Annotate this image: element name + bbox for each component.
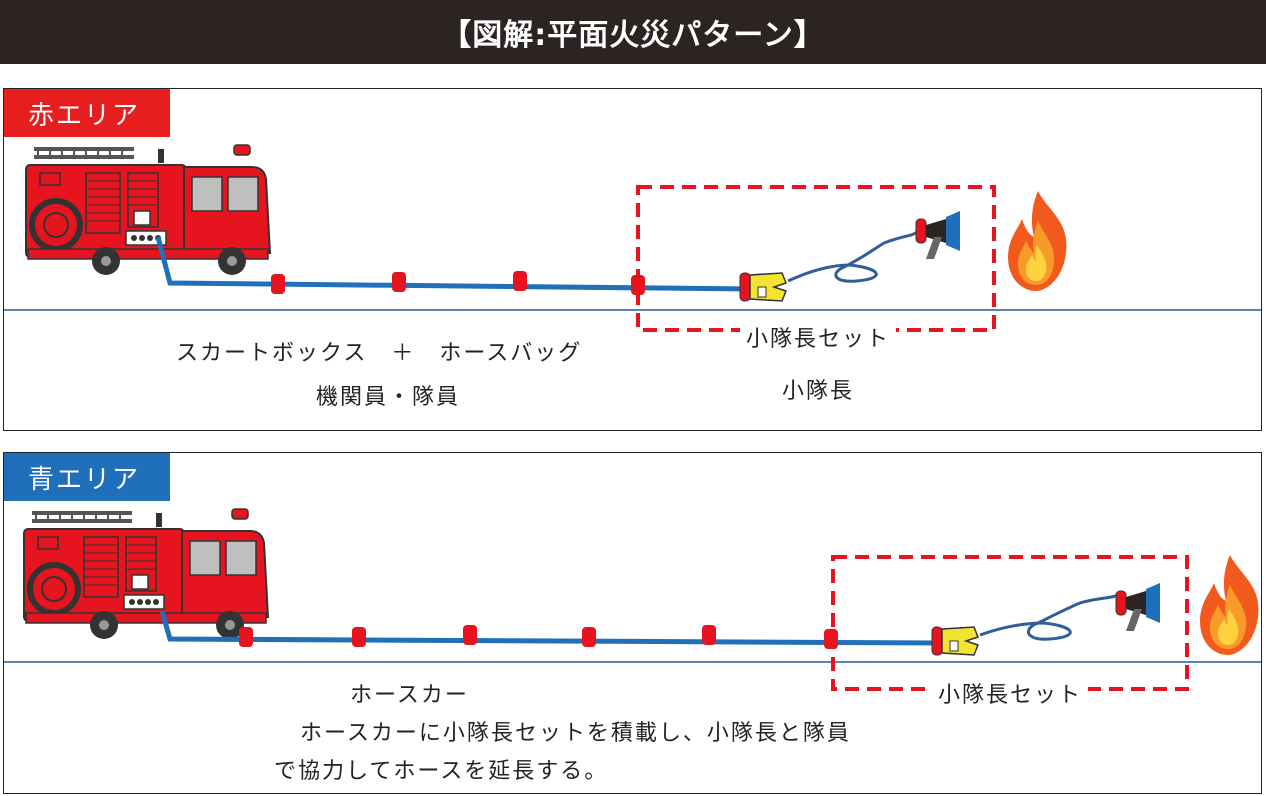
hose-coupling-icon: [463, 625, 477, 645]
fire-truck-icon: [26, 145, 270, 275]
hose-coupling-icon: [392, 272, 406, 292]
blue-area-panel: 青エリア ホースカー 小隊長セット ホースカーに小隊長セットを積載し、小隊長と隊…: [3, 452, 1262, 794]
hose-coupling-icon: [513, 271, 527, 291]
hose-cart-label: ホースカー: [350, 683, 469, 708]
captain-label: 小隊長: [782, 379, 855, 404]
crew-label: 機関員・隊員: [316, 385, 461, 410]
hose-coupling-icon: [582, 627, 596, 647]
red-area-panel: 赤エリア スカートボックス ＋ ホースバッグ 機関員・隊員 小隊長セット 小隊長: [3, 88, 1262, 431]
hose-coupling-icon: [271, 274, 285, 294]
fire-truck-icon: [24, 509, 268, 639]
hose-end-icon: [739, 272, 787, 302]
description-line-2: で協力してホースを延長する。: [274, 759, 609, 784]
captain-set-label: 小隊長セット: [932, 677, 1089, 709]
fire-flame-icon: [1200, 555, 1259, 655]
dashed-box: [636, 185, 996, 332]
coiled-hose-icon: [979, 593, 1119, 641]
description-line-1: ホースカーに小隊長セットを積載し、小隊長と隊員: [300, 721, 851, 746]
hose-end-icon: [931, 626, 979, 656]
page-title: 【図解:平面火災パターン】: [0, 0, 1266, 64]
hose-coupling-icon: [239, 627, 253, 647]
equipment-label: スカートボックス ＋ ホースバッグ: [176, 341, 583, 366]
coiled-hose-icon: [787, 229, 920, 283]
hose-coupling-icon: [702, 625, 716, 645]
captain-set-label: 小隊長セット: [740, 321, 897, 353]
red-area-scene: [4, 89, 1261, 332]
hose-line: [159, 610, 939, 646]
nozzle-icon: [1115, 582, 1161, 632]
red-area-tag: 赤エリア: [4, 89, 170, 137]
nozzle-icon: [915, 210, 961, 260]
hose-coupling-icon: [352, 627, 366, 647]
hose-line: [155, 236, 752, 292]
blue-area-tag: 青エリア: [4, 453, 170, 501]
fire-flame-icon: [1008, 191, 1067, 291]
